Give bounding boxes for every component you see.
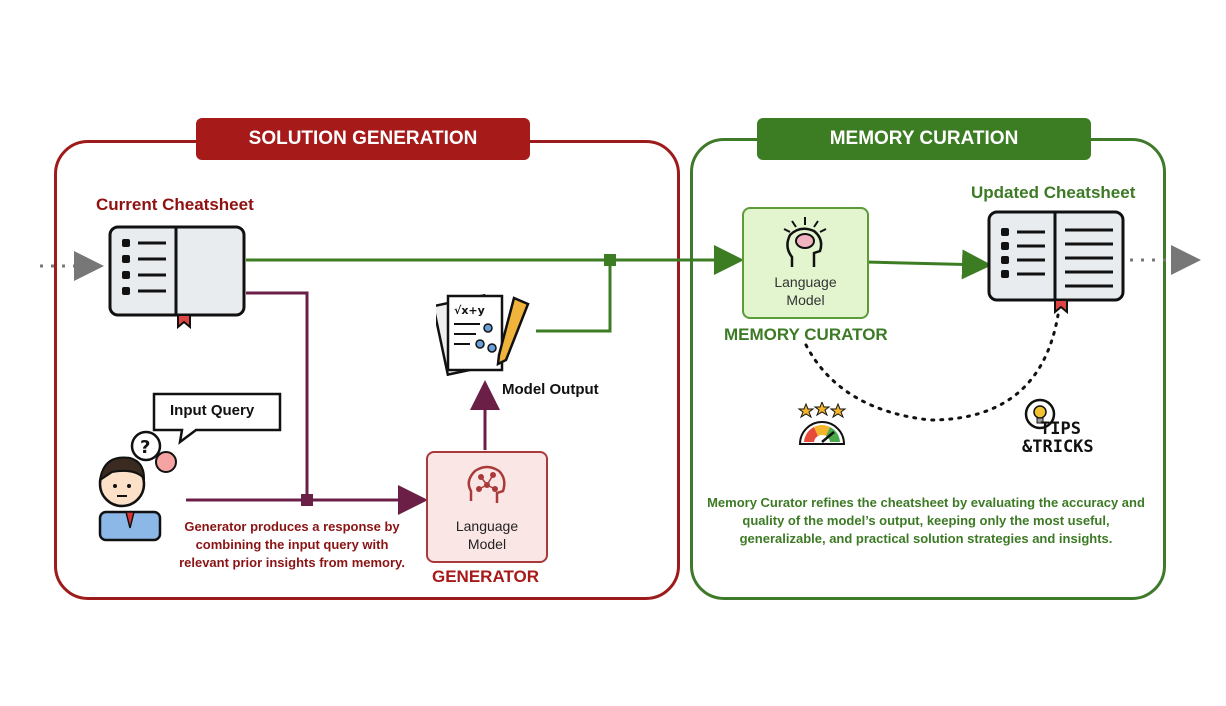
speech-bubble [152, 392, 282, 445]
curator-lm-label-line2: Model [786, 292, 825, 308]
notebook-icon [108, 225, 246, 330]
current-cheatsheet-title: Current Cheatsheet [96, 195, 254, 214]
curator-to-updated-arrow [865, 249, 992, 280]
input-query-label: Input Query [170, 402, 255, 419]
memory-curation-banner: MEMORY CURATION [757, 118, 1091, 160]
generator-description: Generator produces a response by combini… [174, 518, 410, 572]
solution-generation-title: SOLUTION GENERATION [248, 128, 478, 149]
memory-curator-label: MEMORY CURATOR [724, 325, 888, 344]
evaluation-dotted-arc [804, 313, 1060, 422]
updated-notebook-icon [987, 210, 1125, 315]
updated-cheatsheet-title: Updated Cheatsheet [971, 183, 1136, 202]
user-icon: ? [98, 430, 177, 542]
purple-junction [301, 494, 313, 506]
generator-label: GENERATOR [432, 567, 540, 586]
model-output-label: Model Output [502, 381, 599, 398]
svg-text:√x+y: √x+y [454, 304, 485, 317]
lightbulb-icon [1024, 398, 1056, 430]
lm-label-line1: Language [455, 518, 519, 534]
curator-lm-label-line1: Language [774, 274, 837, 290]
brain-head-icon [783, 217, 827, 267]
green-junction [604, 254, 616, 266]
curator-desc-rest: refines the cheatsheet by evaluating the… [739, 495, 1145, 546]
generator-lm-label: Language Model [456, 517, 518, 561]
curator-language-model-box: Language Model [742, 207, 869, 319]
generator-language-model-box: Language Model [426, 451, 548, 563]
document-icon: √x+y [436, 293, 530, 377]
svg-text:?: ? [140, 437, 150, 458]
curator-lm-label: Language Model [774, 273, 836, 317]
tips-line2-wrap: &TRICKS [1022, 438, 1094, 456]
curator-desc-bold: Memory Curator [707, 495, 808, 510]
generator-desc-rest: produces a response by combining the inp… [179, 519, 405, 570]
output-to-junction-line [536, 260, 612, 333]
curator-description: Memory Curator refines the cheatsheet by… [700, 494, 1152, 548]
cheatsheet-to-generator-line [246, 291, 309, 500]
gauge-rating-icon [797, 402, 847, 445]
lm-label-line2: Model [467, 536, 507, 552]
brain-network-icon [467, 465, 506, 503]
generator-desc-bold: Generator [184, 519, 247, 534]
memory-curation-title: MEMORY CURATION [829, 128, 1019, 149]
tips-tricks-text: TIPS [1040, 420, 1081, 438]
tips-line1: TIPS [1040, 419, 1081, 439]
tips-line2: &TRICKS [1022, 437, 1094, 457]
solution-generation-banner: SOLUTION GENERATION [196, 118, 530, 160]
